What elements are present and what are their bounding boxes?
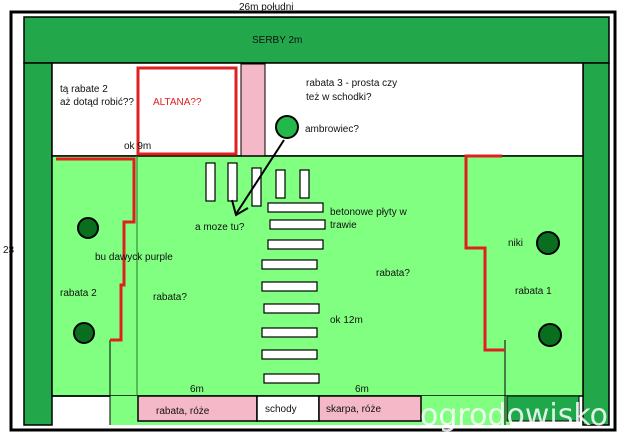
slab-vertical <box>251 167 262 207</box>
slab-horizontal <box>261 349 318 360</box>
dim6-left-label: 6m <box>190 384 204 395</box>
slab-horizontal <box>261 259 318 270</box>
rabata2-label: rabata 2 <box>60 288 97 299</box>
schody-label: schody <box>265 404 297 415</box>
watermark: ogrodowisko <box>420 398 608 433</box>
slab-horizontal <box>269 219 326 230</box>
lawn <box>51 155 584 397</box>
betonowe-line1: betonowe płyty w <box>330 207 407 218</box>
small-green-box <box>506 395 580 422</box>
slab-horizontal <box>261 327 318 338</box>
question-rabata2-line1: tą rabate 2 <box>60 84 108 95</box>
niki-label: niki <box>508 238 523 249</box>
slab-vertical <box>227 162 238 202</box>
top-dimension: 26m południ <box>239 2 293 13</box>
slab-horizontal <box>261 281 318 292</box>
upper-zone <box>51 62 584 157</box>
rabata-question-left: rabata? <box>153 292 187 303</box>
skarpa-box <box>318 395 422 422</box>
slab-horizontal <box>263 303 320 314</box>
bottom-rabata-label: rabata, róże <box>156 406 210 417</box>
arrow-head <box>231 199 249 217</box>
rabata2-border <box>56 157 136 342</box>
slab-horizontal <box>267 202 324 213</box>
altana-outline <box>136 66 238 156</box>
tree-right-top <box>536 231 560 255</box>
ambrowiec-tree <box>275 115 299 139</box>
skarpa-label: skarpa, róże <box>326 404 381 415</box>
slab-horizontal <box>263 373 320 384</box>
rabata1-border <box>464 154 505 352</box>
altana-label: ALTANA?? <box>153 97 202 108</box>
ok12-label: ok 12m <box>330 315 363 326</box>
a-moze-tu-label: a moze tu? <box>195 222 245 233</box>
rabata-question-right: rabata? <box>376 268 410 279</box>
rabata1-label: rabata 1 <box>515 286 552 297</box>
rabata3-line1: rabata 3 - prosta czy <box>306 78 397 89</box>
hedge-left <box>23 62 53 426</box>
hedge-top <box>23 16 610 64</box>
question-rabata2-line2: aż dotąd robić?? <box>60 97 134 108</box>
dim6-right-label: 6m <box>355 384 369 395</box>
arrow-line <box>235 139 285 215</box>
betonowe-line2: trawie <box>330 220 357 231</box>
tree-right-bottom <box>538 323 562 347</box>
rabata3-line2: też w schodki? <box>306 92 372 103</box>
buddleja-label: bu dawyck purple <box>95 252 173 263</box>
ambrowiec-label: ambrowiec? <box>305 124 359 135</box>
hedge-right <box>582 62 610 426</box>
slab-horizontal <box>267 239 324 250</box>
slab-vertical <box>205 162 216 202</box>
slab-vertical <box>299 169 310 199</box>
left-dimension: 23 <box>3 245 15 256</box>
ok9-label: ok 9m <box>124 141 151 152</box>
pink-path-strip <box>240 63 266 157</box>
hedge-label: SERBY 2m <box>252 35 302 46</box>
tree-left-top <box>77 217 99 239</box>
bottom-rabata-box <box>137 395 258 422</box>
tree-left-bottom <box>73 322 95 344</box>
slab-vertical <box>275 169 286 199</box>
